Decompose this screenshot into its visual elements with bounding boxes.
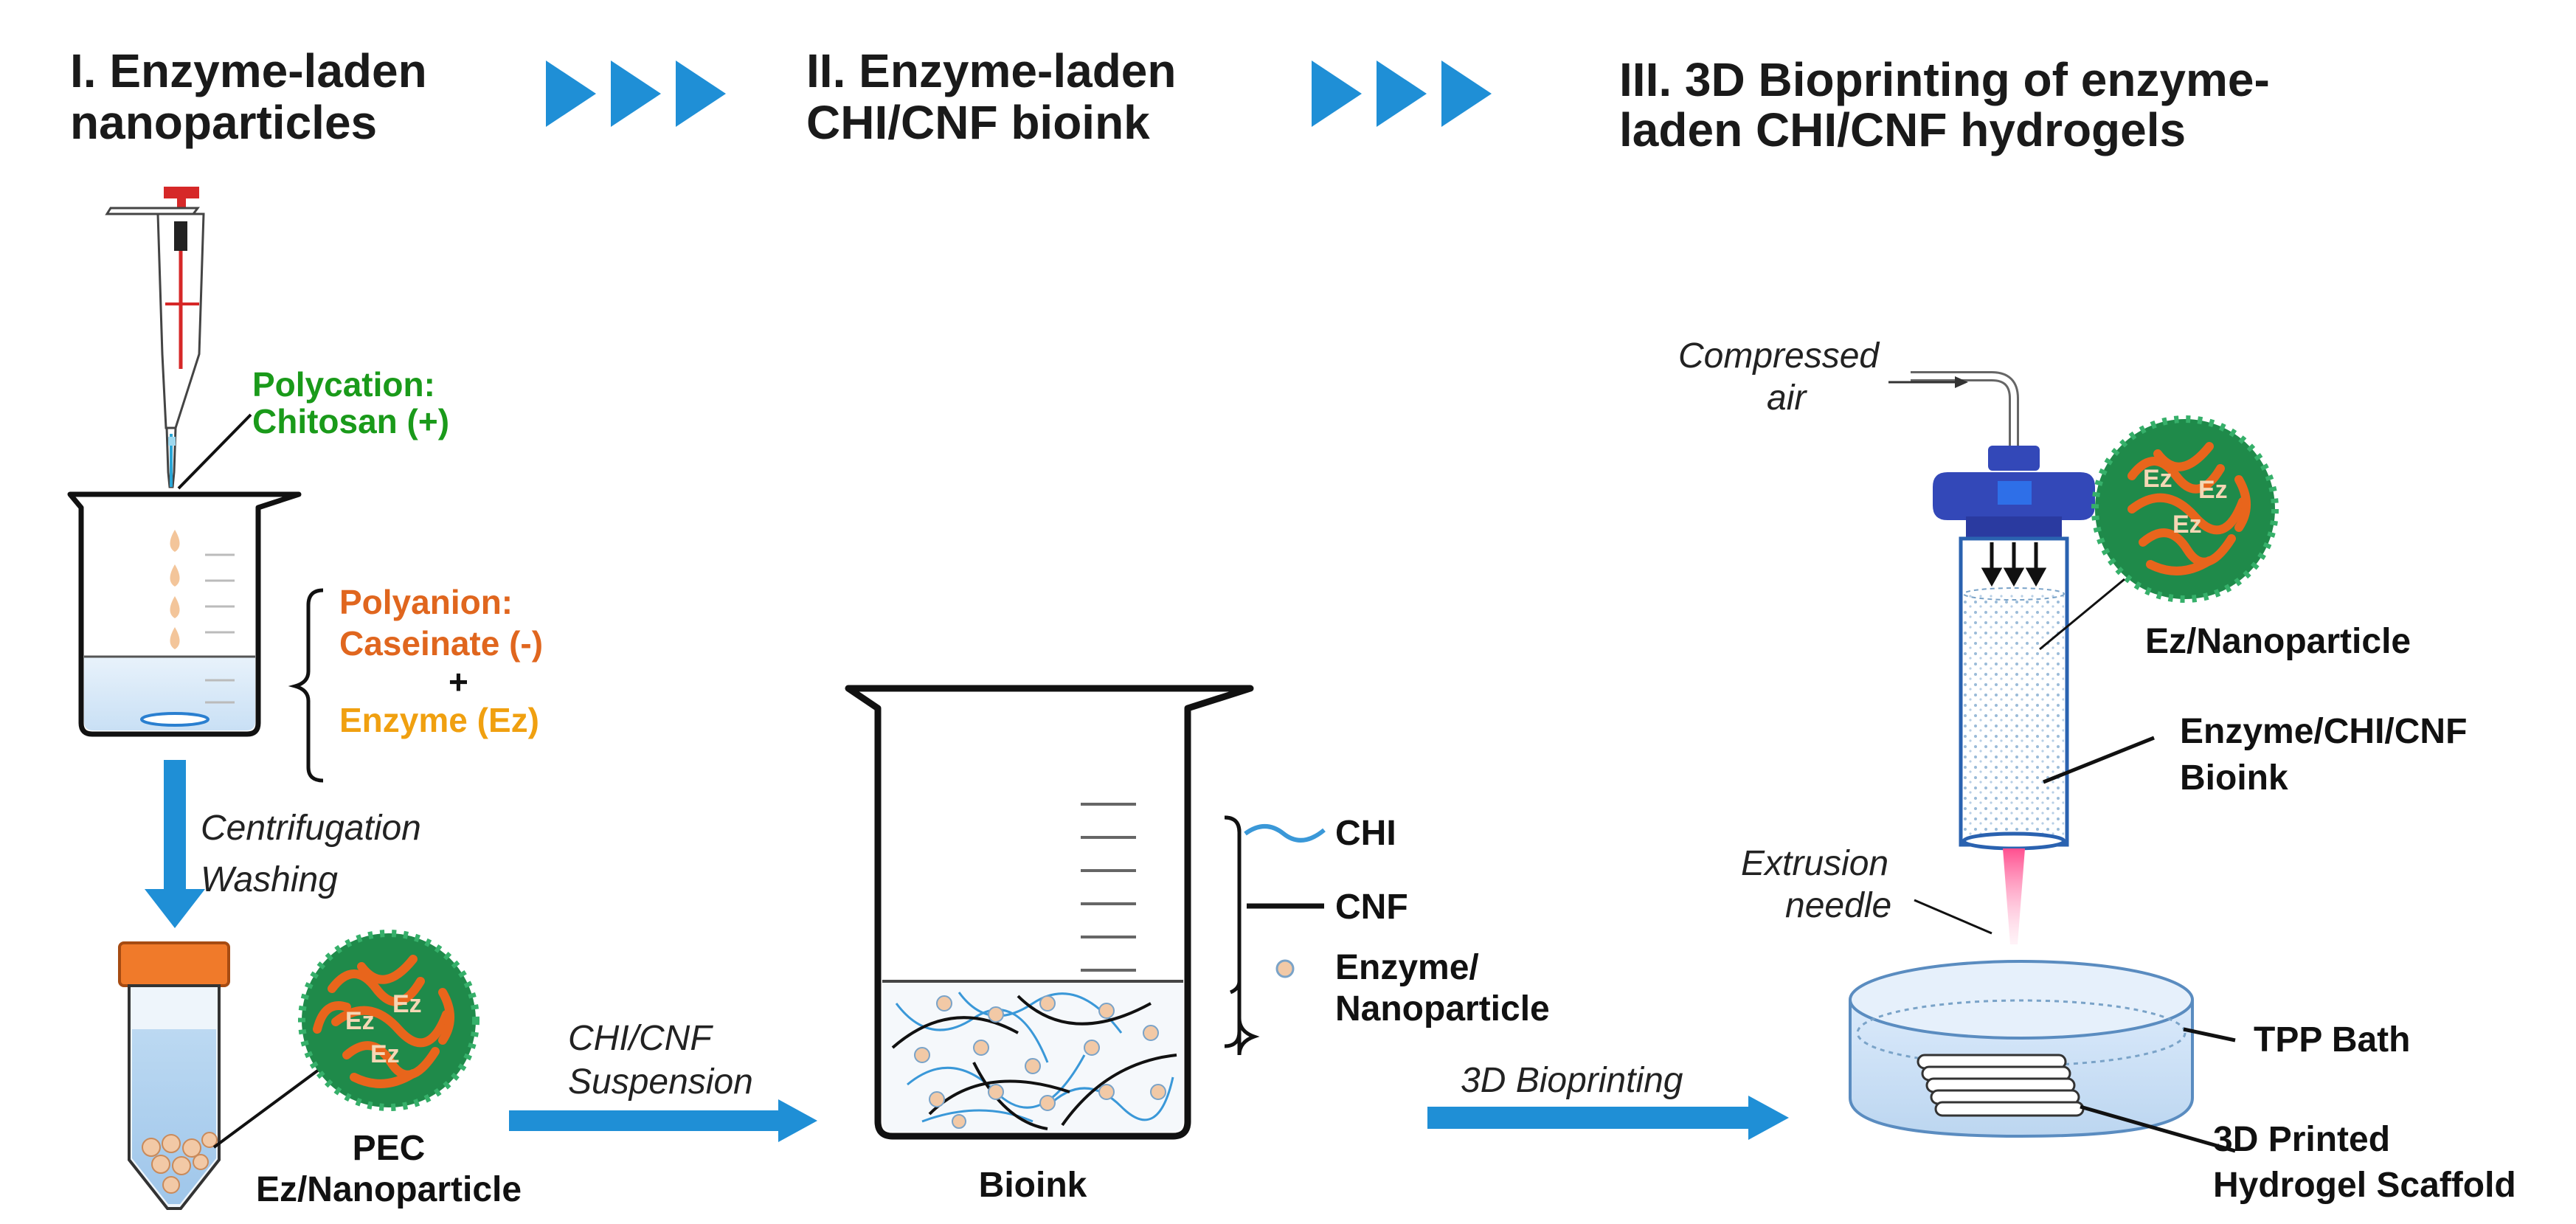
np2-ez-a: Ez bbox=[2143, 465, 2172, 493]
bioprinting-arrow bbox=[1427, 1096, 1789, 1140]
bath-label: TPP Bath bbox=[2254, 1020, 2410, 1059]
pressure-arrows bbox=[1981, 542, 2047, 587]
nanoparticle-icon-1: Ez Ez Ez bbox=[298, 930, 479, 1111]
bath-leader bbox=[2183, 1027, 2236, 1043]
np1-leader bbox=[212, 1068, 320, 1149]
np1-ez-a: Ez bbox=[345, 1007, 375, 1035]
extrusion-jet bbox=[2003, 848, 2025, 944]
pec-line1: PEC bbox=[353, 1129, 426, 1168]
syringe-barrel-icon bbox=[1959, 536, 2069, 944]
chevron-arrows-2 bbox=[1312, 60, 1492, 127]
chevron-arrows-1 bbox=[546, 60, 726, 127]
bioprinting-label: 3D Bioprinting bbox=[1461, 1061, 1683, 1100]
chi-legend-line bbox=[1244, 824, 1326, 843]
polyanion-line2: Caseinate (-) bbox=[339, 624, 543, 663]
np2-ez-c: Ez bbox=[2172, 511, 2202, 539]
nanoparticle-icon-2: Ez Ez Ez bbox=[2091, 415, 2279, 603]
np2-leader bbox=[2039, 578, 2125, 651]
suspension-line2: Suspension bbox=[568, 1062, 753, 1102]
bioink-mixture bbox=[891, 992, 1177, 1130]
scaffold-line2: Hydrogel Scaffold bbox=[2213, 1166, 2516, 1205]
beaker-2-icon bbox=[845, 685, 1254, 1140]
air-inlet-icon bbox=[1888, 371, 2019, 454]
scaffold-line1: 3D Printed bbox=[2213, 1120, 2390, 1159]
np1-ez-b: Ez bbox=[392, 990, 422, 1018]
stage1-title-line1: I. Enzyme-laden bbox=[70, 44, 427, 97]
np2-ez-b: Ez bbox=[2198, 476, 2228, 504]
needle-leader bbox=[1914, 899, 1992, 935]
stage3-title-line1: III. 3D Bioprinting of enzyme- bbox=[1619, 53, 2270, 106]
bioink3-line2: Bioink bbox=[2180, 758, 2288, 798]
needle-line2: needle bbox=[1785, 886, 1891, 925]
pec-line2: Ez/Nanoparticle bbox=[256, 1170, 522, 1209]
np1-ez-c: Ez bbox=[370, 1040, 400, 1068]
centrifugation-arrow bbox=[145, 760, 205, 928]
legend-np-line2: Nanoparticle bbox=[1335, 989, 1550, 1028]
stage2-title-line2: CHI/CNF bioink bbox=[806, 96, 1150, 149]
stage2-title-line1: II. Enzyme-laden bbox=[806, 44, 1176, 97]
legend-chi: CHI bbox=[1335, 814, 1396, 853]
polycation-line1: Polycation: bbox=[252, 365, 435, 404]
bioink3-line1: Enzyme/CHI/CNF bbox=[2180, 712, 2467, 751]
suspension-arrow bbox=[509, 1099, 817, 1142]
stage3-title-line2: laden CHI/CNF hydrogels bbox=[1619, 103, 2186, 156]
centrifuge-tube-icon bbox=[118, 941, 230, 1210]
suspension-line1: CHI/CNF bbox=[568, 1019, 713, 1058]
polycation-line2: Chitosan (+) bbox=[252, 402, 449, 440]
enzyme-label: Enzyme (Ez) bbox=[339, 701, 539, 739]
air-line2: air bbox=[1767, 378, 1807, 418]
np-legend-icon bbox=[1275, 959, 1295, 978]
hydrogel-scaffold-icon bbox=[1917, 1054, 2085, 1117]
np2-label: Ez/Nanoparticle bbox=[2145, 622, 2411, 661]
scaffold-leader bbox=[2080, 1104, 2236, 1153]
needle-line1: Extrusion bbox=[1741, 844, 1888, 883]
bioink-leader bbox=[2043, 736, 2155, 784]
polyanion-brace bbox=[288, 588, 324, 783]
air-line1: Compressed bbox=[1678, 336, 1880, 376]
legend-brace bbox=[1224, 815, 1242, 1048]
stage1-title-line2: nanoparticles bbox=[70, 96, 377, 149]
polycation-leader bbox=[177, 413, 252, 490]
process-line2: Washing bbox=[201, 860, 338, 899]
syringe-cap-icon bbox=[1933, 446, 2095, 539]
legend-cnf: CNF bbox=[1335, 888, 1408, 927]
chitosan-droplets bbox=[170, 530, 180, 649]
polyanion-plus: + bbox=[449, 663, 468, 701]
process-line1: Centrifugation bbox=[201, 809, 421, 848]
beaker-1-icon bbox=[67, 491, 302, 737]
bioink-label: Bioink bbox=[979, 1166, 1087, 1205]
pipette-icon bbox=[105, 187, 205, 488]
polyanion-line1: Polyanion: bbox=[339, 583, 513, 621]
legend-np-line1: Enzyme/ bbox=[1335, 948, 1479, 987]
